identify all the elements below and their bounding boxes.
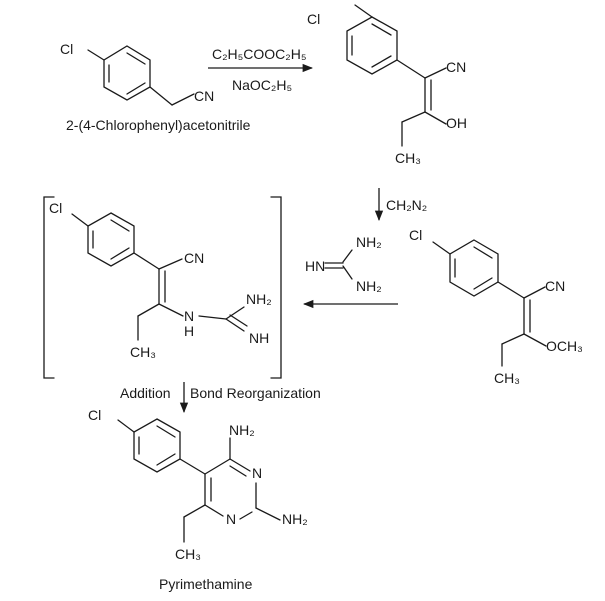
chlorine-label: Cl xyxy=(60,41,73,57)
guanidine-reagent: NH₂ HN NH₂ xyxy=(305,234,382,294)
methyl-label: CH₃ xyxy=(395,150,421,166)
chlorine-label: Cl xyxy=(49,200,62,216)
guanidine-nh2-bottom: NH₂ xyxy=(356,278,382,294)
start-compound-name: 2-(4-Chlorophenyl)acetonitrile xyxy=(66,117,251,133)
bracket-right xyxy=(270,196,282,379)
guanidine-nh2-top: NH₂ xyxy=(356,234,382,250)
nitrile-label: CN xyxy=(194,88,214,104)
intermediate-bracket xyxy=(43,196,282,379)
ring-n-label: N xyxy=(226,511,236,527)
step4: Addition Bond Reorganization xyxy=(120,382,321,414)
compound-start: Cl CN 2-(4-Chlorophenyl)acetonitrile xyxy=(60,41,251,133)
product-name: Pyrimethamine xyxy=(159,576,253,592)
methyl-label: CH₃ xyxy=(130,344,156,360)
methyl-label: CH₃ xyxy=(175,546,201,562)
pyrimidine-ring: N N xyxy=(204,458,262,527)
chlorine-label: Cl xyxy=(409,227,422,243)
step1: C₂H₅COOC₂H₅ NaOC₂H₅ xyxy=(208,46,314,93)
reagent-ethyl-propionate: C₂H₅COOC₂H₅ xyxy=(212,46,306,62)
ring-n-label: N xyxy=(252,465,262,481)
benzene-ring xyxy=(346,16,398,75)
step2: CH₂N₂ xyxy=(374,188,427,222)
amine-n-label: N xyxy=(184,308,194,324)
product-nh2-top: NH₂ xyxy=(229,422,255,438)
step-bond-reorganization: Bond Reorganization xyxy=(190,385,321,401)
compound-intermediate: Cl CN N H NH₂ NH CH₃ xyxy=(49,200,272,360)
compound-enol: Cl CN OH CH₃ xyxy=(307,4,467,166)
benzene-ring xyxy=(87,212,135,267)
benzene-ring xyxy=(103,45,151,101)
nitrile-label: CN xyxy=(446,59,466,75)
amine-h-label: H xyxy=(184,323,194,339)
step-addition: Addition xyxy=(120,385,171,401)
nitrile-label: CN xyxy=(184,250,204,266)
methyl-label: CH₃ xyxy=(494,370,520,386)
product-nh2-right: NH₂ xyxy=(282,511,308,527)
benzene-ring xyxy=(133,418,181,473)
hydroxyl-label: OH xyxy=(446,115,467,131)
chlorine-label: Cl xyxy=(307,11,320,27)
amidine-nh2-label: NH₂ xyxy=(246,291,272,307)
reagent-diazomethane: CH₂N₂ xyxy=(386,197,427,213)
methoxy-label: OCH₃ xyxy=(546,338,583,354)
benzene-ring xyxy=(449,239,499,297)
chlorine-label: Cl xyxy=(88,407,101,423)
compound-enol-ether: Cl CN OCH₃ CH₃ xyxy=(409,227,583,386)
guanidine-hn: HN xyxy=(305,258,325,274)
bracket-left xyxy=(43,196,55,379)
nitrile-label: CN xyxy=(545,278,565,294)
amidine-nh-label: NH xyxy=(249,330,269,346)
reagent-sodium-ethoxide: NaOC₂H₅ xyxy=(232,77,292,93)
compound-product: Cl N N NH₂ NH₂ CH₃ Pyrimethamine xyxy=(88,407,308,592)
